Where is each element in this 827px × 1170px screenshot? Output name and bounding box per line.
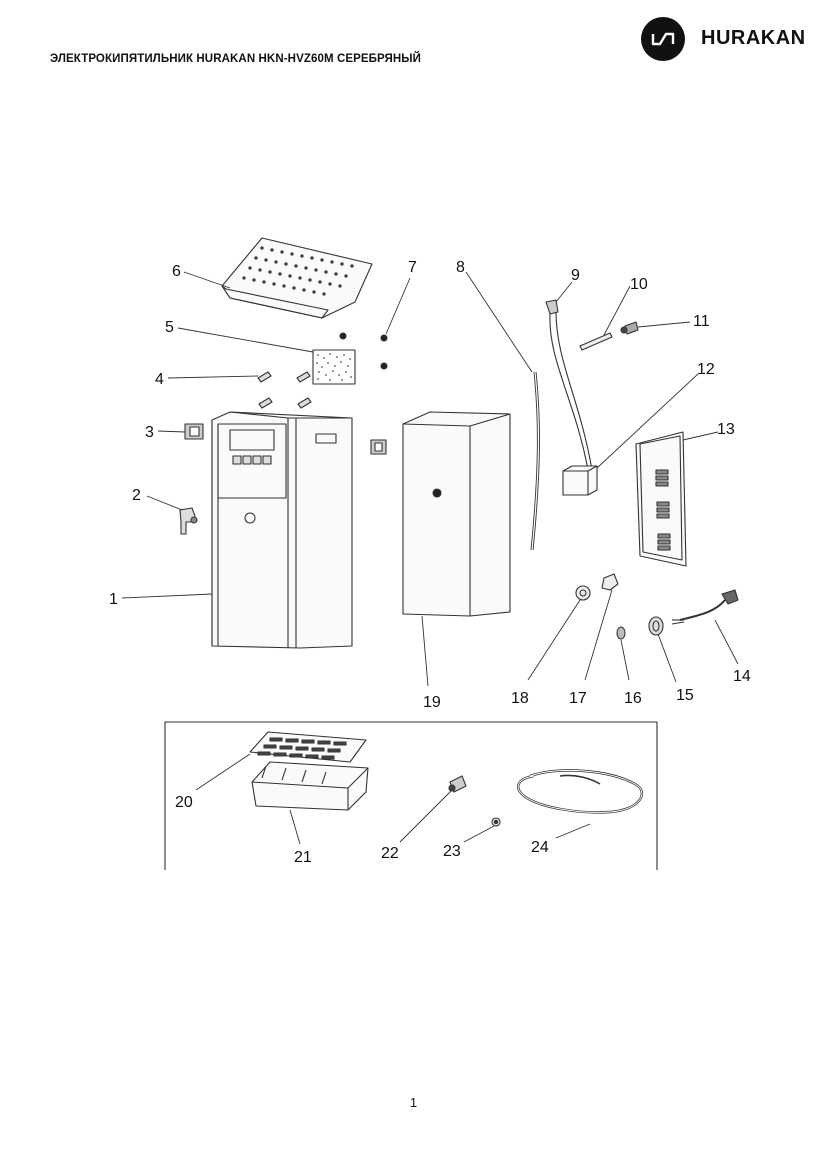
part-hose-icon	[530, 371, 540, 551]
label-part-13: 13	[717, 421, 735, 438]
label-part-9: 9	[571, 267, 580, 284]
part-rear-panel-icon	[635, 431, 687, 567]
label-part-3: 3	[145, 424, 154, 441]
logo-mark-icon	[641, 17, 685, 61]
label-part-19: 19	[423, 694, 441, 711]
part-connector-icon	[448, 775, 467, 793]
accessory-frame	[164, 721, 658, 870]
part-tube-coil-icon	[517, 769, 644, 814]
logo-wordmark: HURAKAN	[701, 27, 806, 49]
part-small-fitting-icon	[491, 817, 501, 827]
part-casing-icon	[402, 411, 511, 617]
label-part-16: 16	[624, 690, 642, 707]
part-nuts-icon	[339, 332, 388, 370]
label-part-22: 22	[381, 845, 399, 862]
part-power-cable-icon	[671, 589, 739, 625]
label-part-18: 18	[511, 690, 529, 707]
part-fitting-icon	[620, 321, 639, 335]
label-part-20: 20	[175, 794, 193, 811]
label-part-23: 23	[443, 843, 461, 860]
part-gland-icon	[648, 616, 664, 636]
part-lid-icon	[221, 237, 373, 319]
part-ring-icon	[575, 585, 591, 601]
label-part-14: 14	[733, 668, 751, 685]
part-tap-icon	[179, 507, 198, 535]
label-part-4: 4	[155, 371, 164, 388]
part-screws-icon	[257, 371, 312, 409]
label-part-8: 8	[456, 259, 465, 276]
label-part-1: 1	[109, 591, 118, 608]
label-part-15: 15	[676, 687, 694, 704]
brand-logo: HURAKAN	[641, 17, 821, 61]
part-main-body-icon	[211, 411, 353, 649]
part-drip-grid-icon	[249, 731, 367, 763]
part-filter-plate-icon	[312, 349, 356, 385]
label-part-21: 21	[294, 849, 312, 866]
part-box-icon	[562, 465, 598, 496]
part-washer-icon	[616, 626, 626, 640]
part-rod-icon	[579, 332, 613, 351]
label-part-11: 11	[693, 313, 710, 330]
page-number: 1	[409, 1095, 418, 1110]
label-part-2: 2	[132, 487, 141, 504]
part-switch-icon	[184, 423, 204, 440]
label-part-7: 7	[408, 259, 417, 276]
label-part-24: 24	[531, 839, 549, 856]
part-valve-icon	[545, 299, 593, 471]
label-part-5: 5	[165, 319, 174, 336]
label-part-6: 6	[172, 263, 181, 280]
document-title: ЭЛЕКТРОКИПЯТИЛЬНИК HURAKAN HKN-HVZ60M СЕ…	[50, 53, 422, 65]
label-part-10: 10	[630, 276, 648, 293]
part-switch-right-icon	[370, 439, 387, 455]
label-part-12: 12	[697, 361, 715, 378]
leader-lines	[121, 271, 739, 845]
label-part-17: 17	[569, 690, 587, 707]
part-labels: 1 2 3 4 5 6 7 8 9 10 11 12 13 14 15 16 1…	[109, 259, 751, 866]
part-nut-icon	[601, 573, 619, 591]
part-drip-tray-icon	[251, 761, 369, 811]
